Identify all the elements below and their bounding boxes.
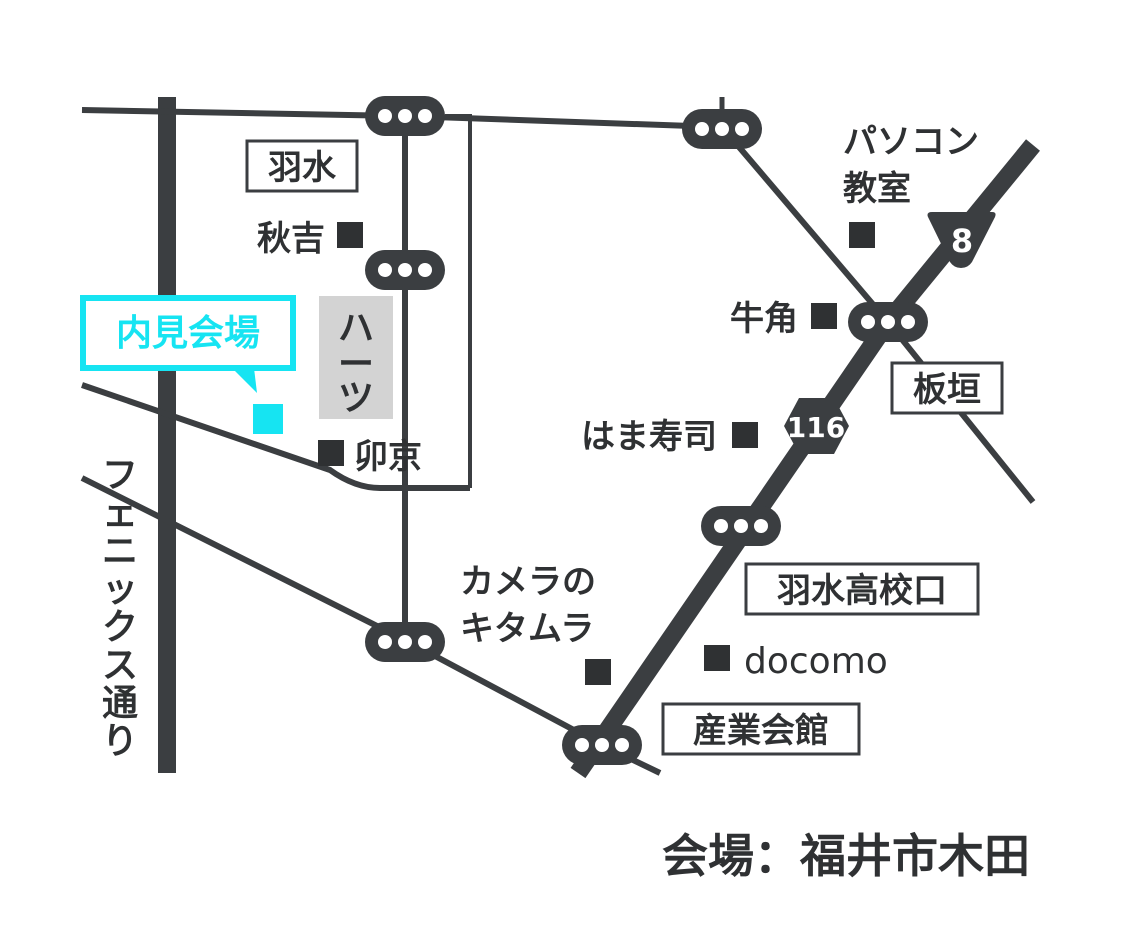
roads — [80, 97, 1040, 779]
landmarks: 秋吉 卯京 パソコン 教室 牛角 はま寿司 カメラの キタムラ docomo — [257, 122, 979, 685]
district-box-sangyo — [661, 702, 861, 756]
street-label-char-4: ッ — [102, 569, 138, 610]
prefectural-route-shield-icon: 116 — [784, 398, 849, 454]
district-box-hamizu — [245, 139, 359, 193]
national-route-shield-icon: 8 — [927, 212, 996, 268]
traffic-signals — [365, 96, 928, 765]
landmark-pc-label-2: 教室 — [843, 169, 911, 209]
landmark-akiyoshi-label: 秋吉 — [257, 219, 325, 259]
traffic-signal-icon — [562, 725, 642, 765]
landmark-gyukaku-marker — [811, 303, 837, 329]
traffic-signal-icon — [848, 302, 928, 342]
district-label-hamizu: 羽水 — [268, 148, 337, 188]
district-label-hamizu-koko: 羽水高校口 — [777, 571, 947, 611]
road-to-gyukaku — [719, 125, 891, 324]
landmark-camera-marker — [585, 659, 611, 685]
route-8-label: 8 — [951, 222, 973, 260]
traffic-signal-icon — [365, 96, 445, 136]
street-label-char-3: ニ — [102, 531, 138, 572]
landmark-camera-label-1: カメラの — [460, 562, 596, 602]
road-route-116 — [570, 316, 896, 779]
landmark-ukyo-marker — [318, 440, 344, 466]
building-hearts-label-2: ー — [338, 344, 374, 385]
venue-address-caption: 会場：福井市木田 — [662, 829, 1030, 883]
street-label-char-5: ク — [102, 607, 138, 648]
venue-marker — [253, 404, 283, 434]
street-label-char-6: ス — [102, 645, 138, 686]
street-label-char-2: ェ — [102, 493, 138, 534]
landmark-hamazushi-label: はま寿司 — [581, 417, 717, 457]
landmark-docomo-marker — [704, 645, 730, 671]
venue-callout-box — [80, 295, 296, 371]
street-label-char-7: 通 — [102, 683, 138, 724]
district-labels: 羽水 板垣 羽水高校口 産業会館 — [245, 139, 1004, 756]
venue-callout-pointer — [232, 368, 257, 393]
landmark-ukyo-label: 卯京 — [354, 437, 422, 477]
route-116-label: 116 — [787, 411, 845, 444]
landmark-akiyoshi-marker — [337, 222, 363, 248]
traffic-signal-icon — [701, 506, 781, 546]
district-box-itagaki — [890, 361, 1004, 415]
traffic-signal-icon — [682, 109, 762, 149]
building-hearts-label-3: ツ — [338, 378, 374, 419]
district-label-sangyo: 産業会館 — [693, 711, 829, 751]
venue-label: 内見会場 — [116, 313, 260, 354]
building-hearts-label-1: ハ — [338, 308, 374, 349]
venue-callout: 内見会場 — [80, 295, 296, 434]
street-label-phoenix: フ ェ ニ ッ ク ス 通 り — [102, 455, 138, 762]
landmark-camera-label-2: キタムラ — [460, 609, 594, 649]
road-loop — [445, 114, 472, 488]
landmark-pc-marker — [849, 222, 875, 248]
road-curve-ukyo — [81, 382, 470, 491]
street-label-char-8: り — [102, 721, 138, 762]
street-label-char-1: フ — [102, 455, 138, 496]
traffic-signal-icon — [365, 622, 445, 662]
landmark-hamazushi-marker — [732, 422, 758, 448]
district-box-hamizu-koko — [744, 562, 980, 616]
building-hearts — [319, 296, 393, 419]
traffic-signal-icon — [365, 250, 445, 290]
district-label-itagaki: 板垣 — [913, 370, 981, 410]
landmark-gyukaku-label: 牛角 — [730, 299, 798, 339]
landmark-pc-label-1: パソコン — [843, 122, 979, 162]
landmark-docomo-label: docomo — [744, 641, 888, 682]
